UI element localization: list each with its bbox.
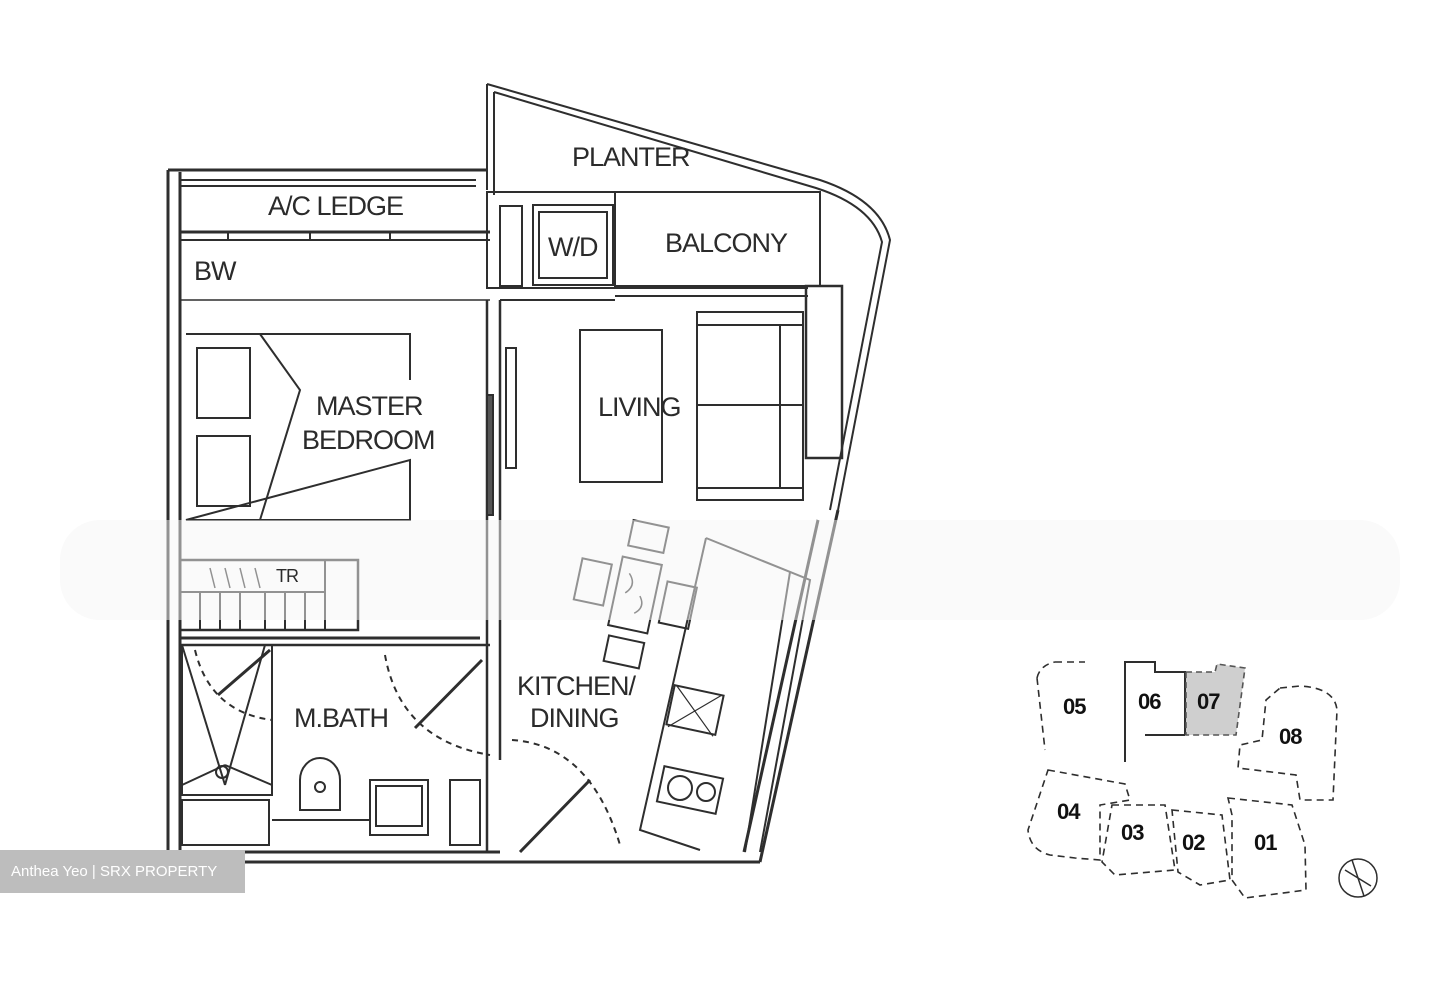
balcony-block	[486, 191, 844, 460]
label-kitchen-1: KITCHEN/	[517, 671, 636, 701]
unit-04: 04	[1057, 799, 1081, 824]
ac-ledge	[168, 168, 490, 241]
label-wd: W/D	[548, 232, 598, 262]
planter	[486, 83, 892, 511]
label-wardrobe: TR	[276, 566, 299, 586]
unit-08: 08	[1279, 724, 1303, 749]
label-ac-ledge: A/C LEDGE	[268, 191, 404, 221]
living-furniture	[579, 311, 804, 501]
label-bw: BW	[194, 256, 236, 286]
watermark-band	[60, 520, 1400, 620]
unit-02: 02	[1182, 830, 1206, 855]
credit-badge: Anthea Yeo | SRX PROPERTY	[0, 850, 245, 893]
label-balcony: BALCONY	[665, 228, 788, 258]
unit-06: 06	[1138, 689, 1162, 714]
outer-walls	[166, 170, 840, 864]
unit-01: 01	[1254, 830, 1278, 855]
label-living: LIVING	[598, 392, 682, 422]
compass-icon	[1338, 858, 1378, 898]
label-m-bath: M.BATH	[294, 703, 389, 733]
unit-05: 05	[1063, 694, 1087, 719]
label-planter: PLANTER	[572, 142, 691, 172]
bathroom	[180, 640, 621, 854]
label-kitchen-2: DINING	[530, 703, 619, 733]
label-master-bedroom-2: BEDROOM	[302, 425, 436, 455]
unit-03: 03	[1121, 820, 1145, 845]
unit-07: 07	[1197, 689, 1221, 714]
label-master-bedroom-1: MASTER	[316, 391, 424, 421]
key-plan	[1027, 661, 1378, 899]
unit-07-highlight	[1185, 663, 1246, 736]
